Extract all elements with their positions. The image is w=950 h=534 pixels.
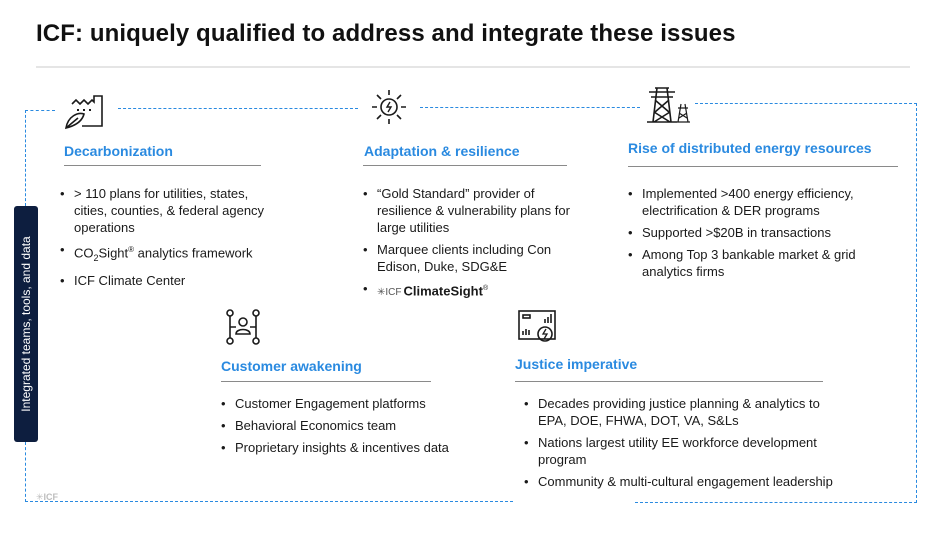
frame-top-right	[695, 103, 917, 104]
dashboard-bolt-icon	[518, 310, 556, 342]
registered-mark: ®	[482, 285, 489, 292]
list-item: Implemented >400 energy efficiency, elec…	[628, 185, 898, 219]
frame-right	[916, 103, 917, 503]
section-title-decarbonization: Decarbonization	[64, 143, 173, 159]
sun-bolt-icon	[372, 90, 406, 124]
section-rule	[363, 165, 567, 166]
frame-top-mid1	[118, 108, 358, 109]
list-item: Decades providing justice planning & ana…	[524, 395, 834, 429]
side-tab: Integrated teams, tools, and data	[14, 206, 38, 442]
section-rule	[64, 165, 261, 166]
frame-top-mid2	[420, 107, 640, 108]
list-item: “Gold Standard” provider of resilience &…	[363, 185, 578, 236]
section-title-customer: Customer awakening	[221, 358, 362, 374]
frame-bottom-right	[635, 502, 917, 503]
frame-bottom-left	[25, 501, 513, 502]
section-rule	[221, 381, 431, 382]
bullet-list-der: Implemented >400 energy efficiency, elec…	[628, 185, 898, 285]
frame-left-bottom	[25, 442, 26, 502]
bullet-list-adaptation: “Gold Standard” provider of resilience &…	[363, 185, 578, 306]
list-item: Proprietary insights & incentives data	[221, 439, 466, 456]
bullet-list-justice: Decades providing justice planning & ana…	[524, 395, 834, 495]
frame-top-left	[25, 110, 55, 111]
section-title-der: Rise of distributed energy resources	[628, 140, 872, 156]
list-item: ICF Climate Center	[60, 272, 275, 289]
list-item: CO2Sight® analytics framework	[60, 241, 275, 267]
list-item: > 110 plans for utilities, states, citie…	[60, 185, 275, 236]
transmission-tower-icon	[647, 87, 690, 123]
section-title-justice: Justice imperative	[515, 356, 638, 372]
list-item: Nations largest utility EE workforce dev…	[524, 434, 834, 468]
list-item: Customer Engagement platforms	[221, 395, 466, 412]
section-title-adaptation: Adaptation & resilience	[364, 143, 520, 159]
climatesight-brand: ClimateSight	[403, 283, 483, 299]
bullet-list-customer: Customer Engagement platforms Behavioral…	[221, 395, 466, 461]
list-item: Community & multi-cultural engagement le…	[524, 473, 834, 490]
bullet-list-decarbonization: > 110 plans for utilities, states, citie…	[60, 185, 275, 294]
icf-spark-icon: ✳ICF	[377, 287, 402, 299]
section-rule	[628, 166, 898, 167]
section-rule	[515, 381, 823, 382]
side-tab-label: Integrated teams, tools, and data	[19, 236, 33, 412]
factory-leaf-icon	[65, 95, 103, 130]
list-item: Marquee clients including Con Edison, Du…	[363, 241, 578, 275]
list-item: Supported >$20B in transactions	[628, 224, 898, 241]
frame-left-top	[25, 110, 26, 206]
icf-logo: ✳ICF	[36, 492, 59, 502]
page-title: ICF: uniquely qualified to address and i…	[36, 20, 736, 47]
title-divider	[36, 66, 910, 68]
list-item: Among Top 3 bankable market & grid analy…	[628, 246, 898, 280]
people-network-icon	[226, 309, 260, 345]
list-item: Behavioral Economics team	[221, 417, 466, 434]
